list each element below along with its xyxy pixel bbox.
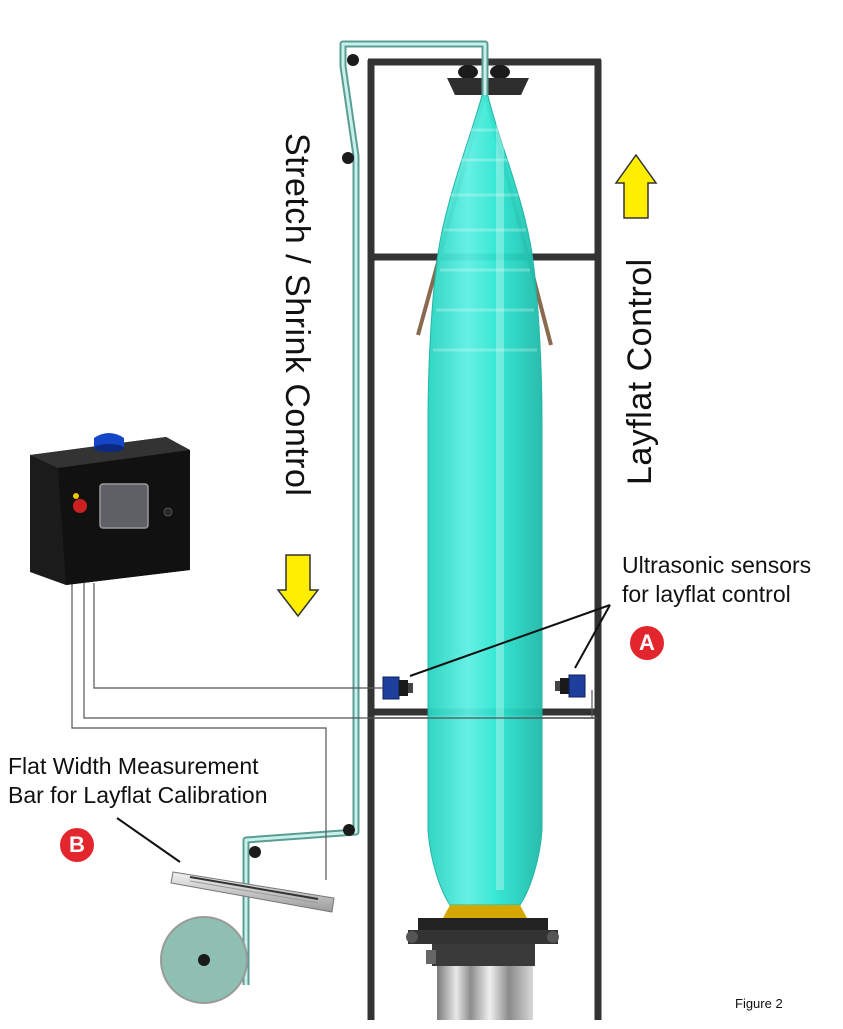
winding-roll bbox=[160, 916, 248, 1004]
figure-caption: Figure 2 bbox=[735, 996, 783, 1011]
ultrasonic-sensors-label-line1: Ultrasonic sensors bbox=[622, 552, 812, 578]
film-path bbox=[242, 40, 489, 985]
guide-rollers bbox=[249, 54, 359, 858]
ultrasonic-sensor-left bbox=[382, 676, 413, 700]
arrow-up-yellow bbox=[614, 153, 658, 219]
bubble-bands bbox=[433, 128, 537, 352]
flat-width-label-line1: Flat Width Measurement bbox=[8, 753, 259, 779]
control-cabinet bbox=[30, 433, 190, 585]
ultrasonic-sensor-right bbox=[555, 674, 586, 698]
stretch-shrink-control-label: Stretch / Shrink Control bbox=[278, 133, 316, 497]
badge-a: A bbox=[630, 626, 664, 660]
film-bubble bbox=[427, 91, 543, 906]
flat-width-bar bbox=[170, 871, 335, 913]
layflat-control-label: Layflat Control bbox=[621, 258, 659, 485]
ultrasonic-sensors-label-line2: for layflat control bbox=[622, 581, 791, 607]
extrusion-die bbox=[406, 905, 559, 1020]
sensor-callout-lines bbox=[409, 604, 611, 677]
arrow-down-yellow bbox=[276, 554, 320, 618]
badge-b: B bbox=[60, 828, 94, 862]
flat-width-label-line2: Bar for Layflat Calibration bbox=[8, 782, 268, 808]
control-wiring bbox=[71, 583, 593, 880]
bar-callout-line bbox=[116, 817, 181, 863]
